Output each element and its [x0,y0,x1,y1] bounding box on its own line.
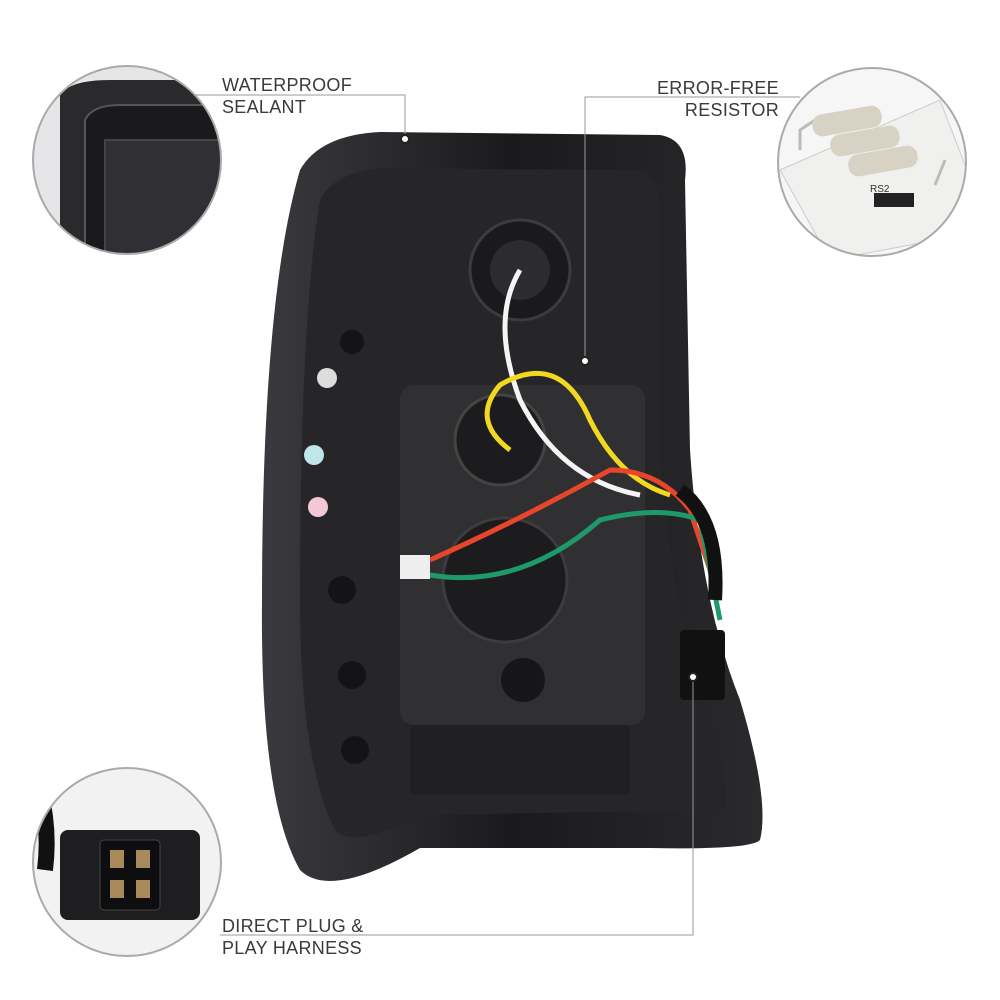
waterproof-sealant-inset [32,65,222,255]
resistor-component-mark: RS2 [870,184,890,195]
waterproof-line2: SEALANT [222,97,307,117]
plug-and-play-harness-label: DIRECT PLUG & PLAY HARNESS [222,915,364,959]
waterproof-line1: WATERPROOF [222,75,352,95]
harness-line1: DIRECT PLUG & [222,916,364,936]
tail-light-housing [261,132,763,881]
resistor-line2: RESISTOR [684,100,779,120]
harness-connector-inset [32,767,222,957]
resistor-inset: RS2 [777,67,967,257]
resistor-marker [580,356,590,366]
harness-line2: PLAY HARNESS [222,938,362,958]
resistor-line1: ERROR-FREE [656,78,779,98]
harness-marker [688,672,698,682]
waterproof-sealant-label: WATERPROOF SEALANT [222,74,352,118]
error-free-resistor-label: ERROR-FREE RESISTOR [657,77,779,121]
waterproof-marker [400,134,410,144]
leader-lines [195,94,800,936]
